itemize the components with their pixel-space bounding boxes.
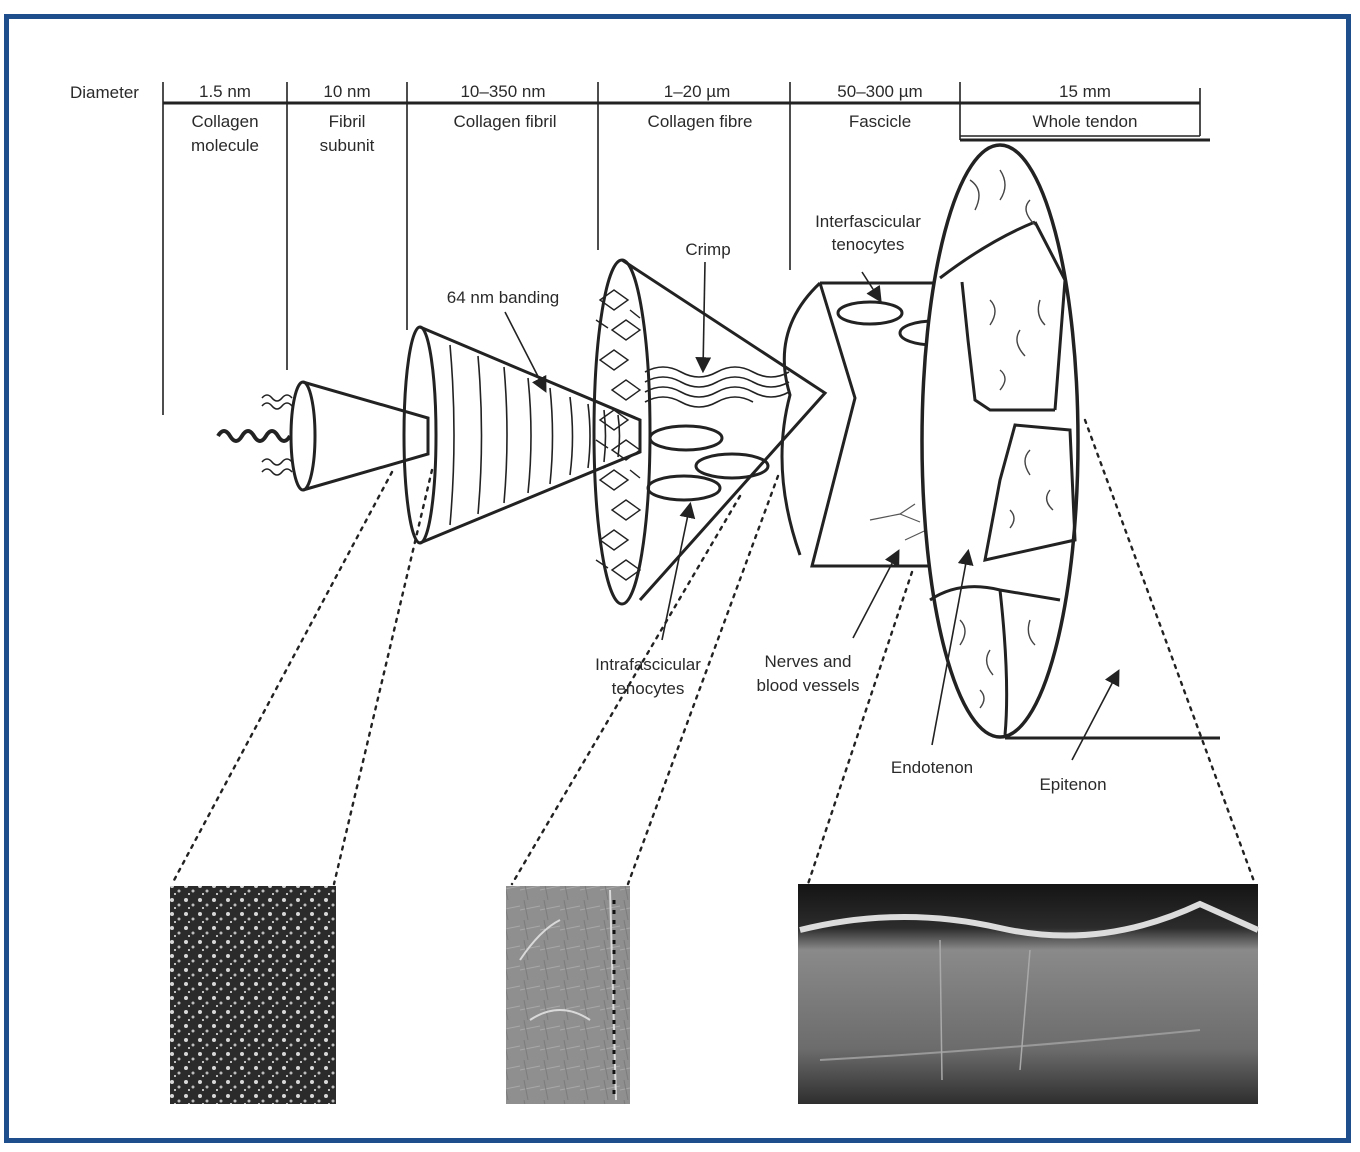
connector-tendon-left — [806, 570, 914, 886]
size-whole-tendon: 15 mm — [1059, 82, 1111, 101]
collagen-fibril-cone — [402, 325, 642, 545]
banding-arrow — [504, 311, 547, 393]
fibril-subunit-cone — [289, 380, 430, 492]
size-collagen-molecule: 1.5 nm — [199, 82, 251, 101]
intrafascicular-arrow — [661, 501, 696, 641]
nerves-label-1: Nerves and — [765, 652, 852, 671]
name-collagen-molecule-1: Collagen — [191, 112, 258, 131]
interfascicular-arrow — [861, 271, 882, 303]
intrafascicular-label-2: tenocytes — [612, 679, 685, 698]
figure-frame — [4, 14, 1351, 1143]
micrograph-whole-tendon — [798, 884, 1260, 1104]
diameter-label: Diameter — [70, 83, 139, 102]
intrafascicular-label-1: Intrafascicular — [595, 655, 701, 674]
whole-tendon-section — [920, 143, 1080, 739]
micrograph-fascicle — [506, 886, 630, 1104]
name-fascicle: Fascicle — [849, 112, 911, 131]
interfascicular-label-2: tenocytes — [832, 235, 905, 254]
size-fascicle: 50–300 µm — [837, 82, 922, 101]
connector-fibre-left — [510, 494, 742, 886]
interfascicular-label-1: Interfascicular — [815, 212, 921, 231]
nerves-label-2: blood vessels — [756, 676, 859, 695]
micrograph-fibril-cross-section — [170, 886, 336, 1104]
name-fibril-subunit-2: subunit — [320, 136, 375, 155]
nerves-arrow — [852, 549, 900, 639]
name-collagen-fibril: Collagen fibril — [454, 112, 557, 131]
crimp-label: Crimp — [685, 240, 730, 259]
name-fibril-subunit-1: Fibril — [329, 112, 366, 131]
collagen-molecule-icon — [216, 394, 293, 476]
crimp-arrow — [695, 261, 712, 374]
epitenon-label: Epitenon — [1039, 775, 1106, 794]
size-fibril-subunit: 10 nm — [323, 82, 370, 101]
banding-label: 64 nm banding — [447, 288, 559, 307]
size-collagen-fibril: 10–350 nm — [460, 82, 545, 101]
connector-fibril-left — [170, 470, 394, 886]
epitenon-arrow — [1071, 669, 1120, 761]
connector-tendon-right — [1083, 418, 1257, 886]
size-collagen-fibre: 1–20 µm — [664, 82, 731, 101]
collagen-fibre-cone — [592, 258, 828, 606]
connector-fibril-right — [332, 468, 434, 886]
endotenon-arrow — [931, 548, 974, 746]
endotenon-label: Endotenon — [891, 758, 973, 777]
connector-fibre-right — [626, 474, 780, 886]
name-whole-tendon: Whole tendon — [1033, 112, 1138, 131]
name-collagen-fibre: Collagen fibre — [648, 112, 753, 131]
name-collagen-molecule-2: molecule — [191, 136, 259, 155]
